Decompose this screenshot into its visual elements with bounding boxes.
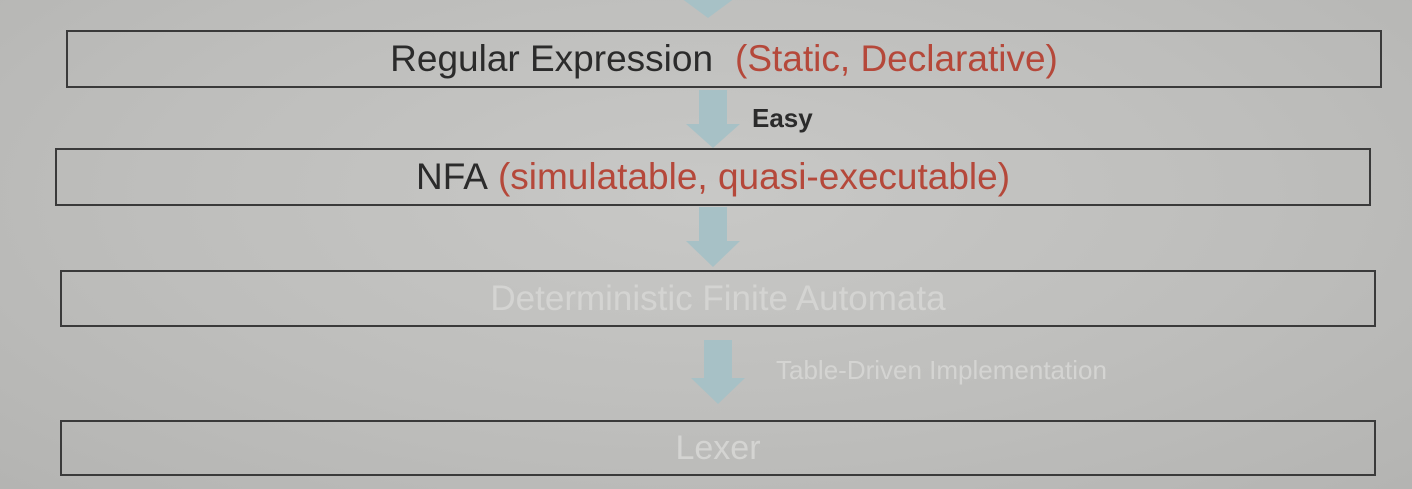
dfa-to-lexer-label: Table-Driven Implementation <box>776 355 1107 385</box>
regular-expression-note: (Static, Declarative) <box>735 38 1058 79</box>
nfa-box: NFA (simulatable, quasi-executable) <box>55 148 1371 206</box>
nfa-to-dfa-arrow <box>686 207 740 267</box>
lexer-label: Lexer <box>675 428 761 467</box>
dfa-label: Deterministic Finite Automata <box>490 278 946 318</box>
lexer-box: Lexer <box>60 420 1376 476</box>
regex-to-nfa-arrow <box>686 90 740 148</box>
incoming-arrow <box>681 0 735 18</box>
regular-expression-label: Regular Expression <box>390 38 714 79</box>
regex-to-nfa-label: Easy <box>752 103 813 133</box>
nfa-label: NFA <box>415 156 488 197</box>
dfa-to-lexer-arrow <box>691 340 745 404</box>
dfa-box: Deterministic Finite Automata <box>60 270 1376 327</box>
regular-expression-box: Regular Expression (Static, Declarative) <box>66 30 1382 88</box>
nfa-note: (simulatable, quasi-executable) <box>497 156 1011 197</box>
